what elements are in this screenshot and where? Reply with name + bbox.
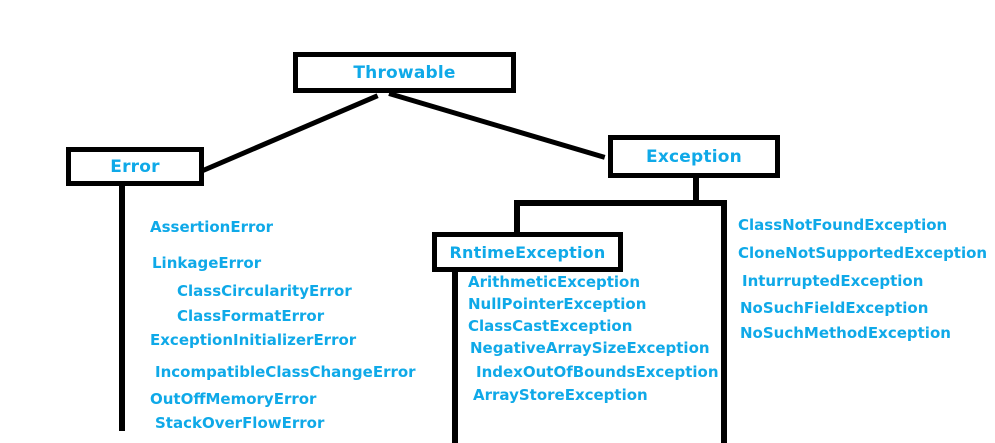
edge-runtime-to-children [452,266,458,443]
class-name-label: ClassNotFoundException [738,216,948,234]
class-name-label: ClassCastException [468,317,633,335]
class-name-label: ClassCircularityError [177,282,352,300]
node-exception-label: Exception [646,146,742,167]
edge-throwable-to-error [202,93,379,173]
node-throwable-label: Throwable [353,62,456,83]
node-runtime-exception[interactable]: RntimeException [432,232,623,272]
class-name-label: NegativeArraySizeException [470,339,710,357]
class-name-label: ArithmeticException [468,273,641,291]
class-name-label: LinkageError [152,254,262,272]
node-runtime-exception-label: RntimeException [449,242,606,262]
edge-exception-stem [693,176,699,205]
edge-error-to-children [119,184,125,431]
edge-exception-to-checked-children [721,200,727,443]
node-error[interactable]: Error [66,147,204,186]
class-name-label: ArrayStoreException [473,386,648,404]
class-name-label: StackOverFlowError [155,414,325,432]
class-name-label: ExceptionInitializerError [150,331,357,349]
class-name-label: AssertionError [150,218,274,236]
class-name-label: ClassFormatError [177,307,325,325]
class-name-label: IndexOutOfBoundsException [476,363,719,381]
class-name-label: CloneNotSupportedException [738,244,988,262]
edge-throwable-to-exception [388,91,606,160]
node-error-label: Error [110,156,160,177]
edge-exception-to-runtime [514,200,520,236]
node-exception[interactable]: Exception [608,135,780,178]
class-name-label: IncompatibleClassChangeError [155,363,416,381]
node-throwable[interactable]: Throwable [293,52,516,93]
class-name-label: NoSuchFieldException [740,299,929,317]
class-name-label: NoSuchMethodException [740,324,951,342]
edge-exception-bus [514,200,727,206]
class-name-label: OutOffMemoryError [150,390,317,408]
class-name-label: NullPointerException [468,295,647,313]
class-name-label: InturruptedException [742,272,924,290]
